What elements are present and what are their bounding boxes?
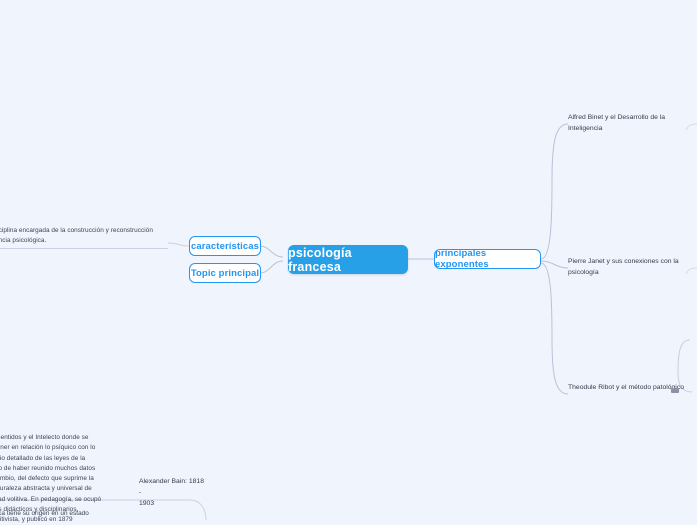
node-alexander-bain-dates[interactable]: Alexander Bain: 1818 - 1903 bbox=[139, 478, 204, 507]
node-pierre-janet[interactable]: Pierre Janet y sus conexiones con la psi… bbox=[568, 258, 679, 276]
collapsed-node-chip[interactable] bbox=[671, 388, 679, 393]
note-definition[interactable]: ... disciplina encargada de la construcc… bbox=[0, 226, 168, 249]
node-topic-principal[interactable]: Topic principal bbox=[189, 263, 261, 283]
node-theodule-ribot[interactable]: Theodule Ribot y el método patológico bbox=[568, 384, 684, 391]
node-root-psicologia-francesa[interactable]: psicología francesa bbox=[288, 245, 408, 274]
note-footer-organica[interactable]: ...ánica tiene su origen en un estado bbox=[0, 510, 89, 517]
node-principales-exponentes[interactable]: principales exponentes bbox=[434, 248, 541, 270]
node-caracteristicas[interactable]: características bbox=[189, 236, 261, 256]
node-alfred-binet[interactable]: Alfred Binet y el Desarrollo de la Intel… bbox=[568, 114, 666, 132]
